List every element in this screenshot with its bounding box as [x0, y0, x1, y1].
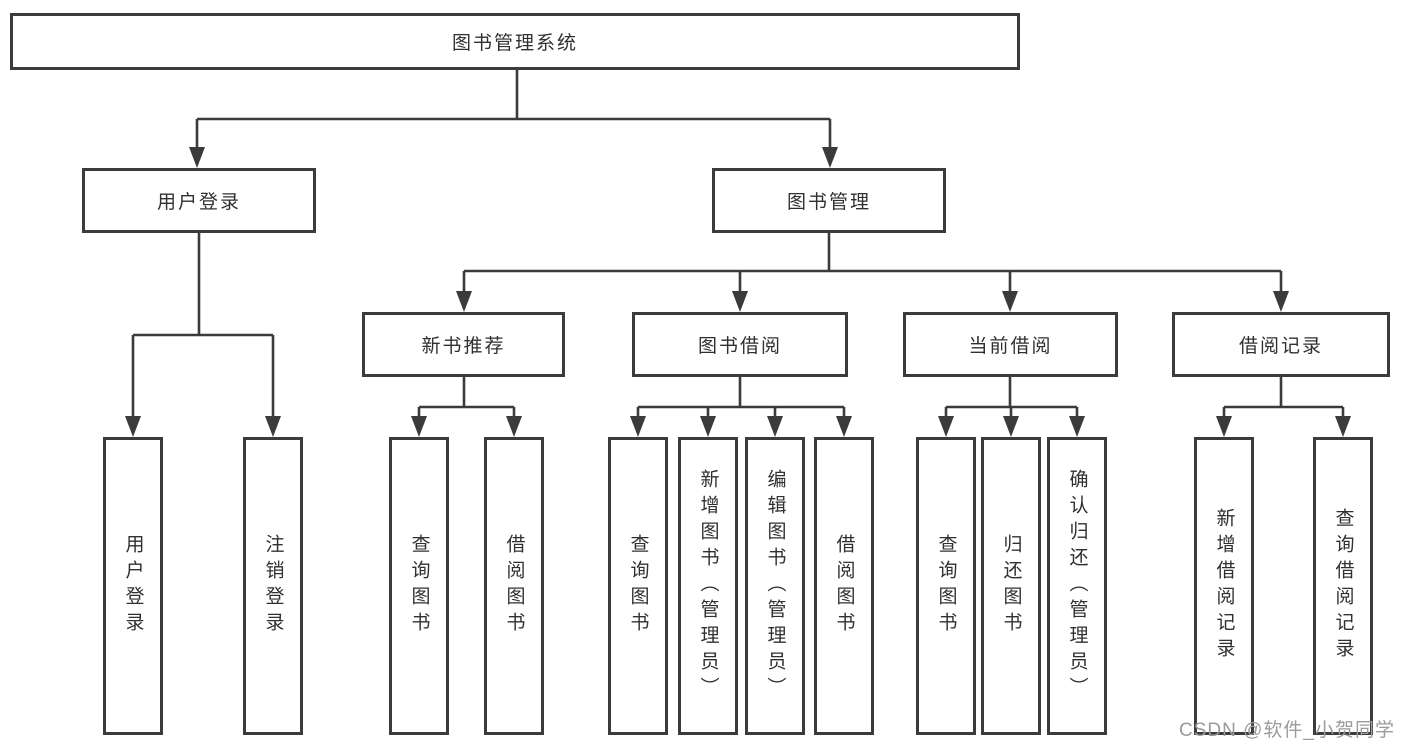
- node-borrow-records: 借阅记录: [1172, 312, 1390, 377]
- leaf-add-borrow-record: 新增借阅记录: [1194, 437, 1254, 735]
- leaf-edit-book-admin: 编辑图书（管理员）: [745, 437, 805, 735]
- node-library-management-system: 图书管理系统: [10, 13, 1020, 70]
- leaf-borrow-books: 借阅图书: [814, 437, 874, 735]
- leaf-query-books-current: 查询图书: [916, 437, 976, 735]
- leaf-user-login: 用户登录: [103, 437, 163, 735]
- leaf-logout: 注销登录: [243, 437, 303, 735]
- leaf-confirm-return-admin: 确认归还（管理员）: [1047, 437, 1107, 735]
- watermark: CSDN @软件_小贺同学: [1179, 720, 1395, 741]
- leaf-add-book-admin: 新增图书（管理员）: [678, 437, 738, 735]
- node-book-borrow: 图书借阅: [632, 312, 848, 377]
- leaf-return-book: 归还图书: [981, 437, 1041, 735]
- leaf-borrow-books-recommend: 借阅图书: [484, 437, 544, 735]
- node-user-login: 用户登录: [82, 168, 316, 233]
- leaf-query-books-borrow: 查询图书: [608, 437, 668, 735]
- node-book-management: 图书管理: [712, 168, 946, 233]
- leaf-query-borrow-record: 查询借阅记录: [1313, 437, 1373, 735]
- node-current-borrow: 当前借阅: [903, 312, 1118, 377]
- node-new-book-recommend: 新书推荐: [362, 312, 565, 377]
- leaf-query-books-recommend: 查询图书: [389, 437, 449, 735]
